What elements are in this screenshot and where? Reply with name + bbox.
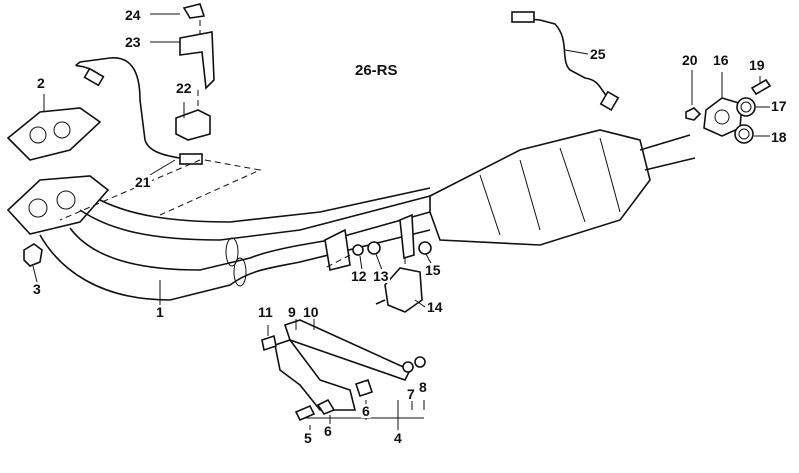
callout-22[interactable]: 22 — [175, 80, 193, 96]
bracket-part-10 — [274, 339, 357, 411]
gasket-part-2 — [6, 107, 102, 161]
front-pipe-part-1 — [39, 229, 431, 301]
callout-23[interactable]: 23 — [124, 34, 142, 50]
callout-16[interactable]: 16 — [712, 52, 730, 68]
callout-10[interactable]: 10 — [302, 304, 320, 320]
catalytic-converter — [429, 129, 651, 246]
callout-25[interactable]: 25 — [589, 46, 607, 62]
callout-1[interactable]: 1 — [155, 304, 165, 320]
bolt-part-5 — [294, 404, 316, 422]
callout-11[interactable]: 11 — [257, 304, 274, 320]
callout-19[interactable]: 19 — [748, 57, 766, 73]
oxygen-sensor-part-25 — [517, 17, 611, 101]
clip-part-24 — [182, 3, 206, 19]
nut-part-15 — [418, 241, 432, 255]
nut-part-8 — [414, 356, 426, 368]
leader-lines — [32, 13, 770, 336]
callout-21[interactable]: 21 — [134, 174, 152, 190]
nut-part-6a — [316, 398, 336, 415]
callout-2[interactable]: 2 — [36, 75, 46, 91]
mount-part-14 — [384, 267, 423, 313]
washer-part-12 — [352, 244, 364, 256]
callout-6a[interactable]: 6 — [323, 423, 333, 439]
bolt-part-11 — [261, 334, 277, 352]
nut-part-20 — [685, 107, 702, 121]
callout-18[interactable]: 18 — [770, 129, 788, 145]
grommet-part-22 — [175, 109, 211, 141]
diagram-title: 26-RS — [355, 62, 398, 79]
callout-12[interactable]: 12 — [350, 268, 368, 284]
callout-4[interactable]: 4 — [393, 430, 403, 446]
nut-part-6b — [354, 378, 374, 398]
callout-5[interactable]: 5 — [303, 430, 313, 446]
callout-20[interactable]: 20 — [681, 52, 699, 68]
ring-part-17 — [736, 97, 756, 117]
ring-part-18 — [734, 124, 754, 144]
callout-24[interactable]: 24 — [124, 7, 142, 23]
hanger-bracket — [324, 228, 351, 271]
bracket-part-23 — [179, 31, 215, 90]
bolt-part-19 — [750, 78, 772, 96]
callout-15[interactable]: 15 — [424, 262, 442, 278]
washer-part-7 — [402, 361, 414, 373]
bracket-part-9 — [283, 319, 412, 381]
nut-part-13 — [367, 241, 381, 255]
callout-6b[interactable]: 6 — [361, 403, 371, 419]
callout-9[interactable]: 9 — [287, 304, 297, 320]
oxygen-sensor-part-21 — [75, 57, 201, 161]
callout-17[interactable]: 17 — [770, 98, 788, 114]
callout-3[interactable]: 3 — [32, 281, 42, 297]
callout-13[interactable]: 13 — [372, 268, 390, 284]
callout-7[interactable]: 7 — [406, 386, 416, 402]
bolt-part-3 — [23, 243, 43, 267]
callout-8[interactable]: 8 — [418, 379, 428, 395]
callout-14[interactable]: 14 — [426, 299, 444, 315]
